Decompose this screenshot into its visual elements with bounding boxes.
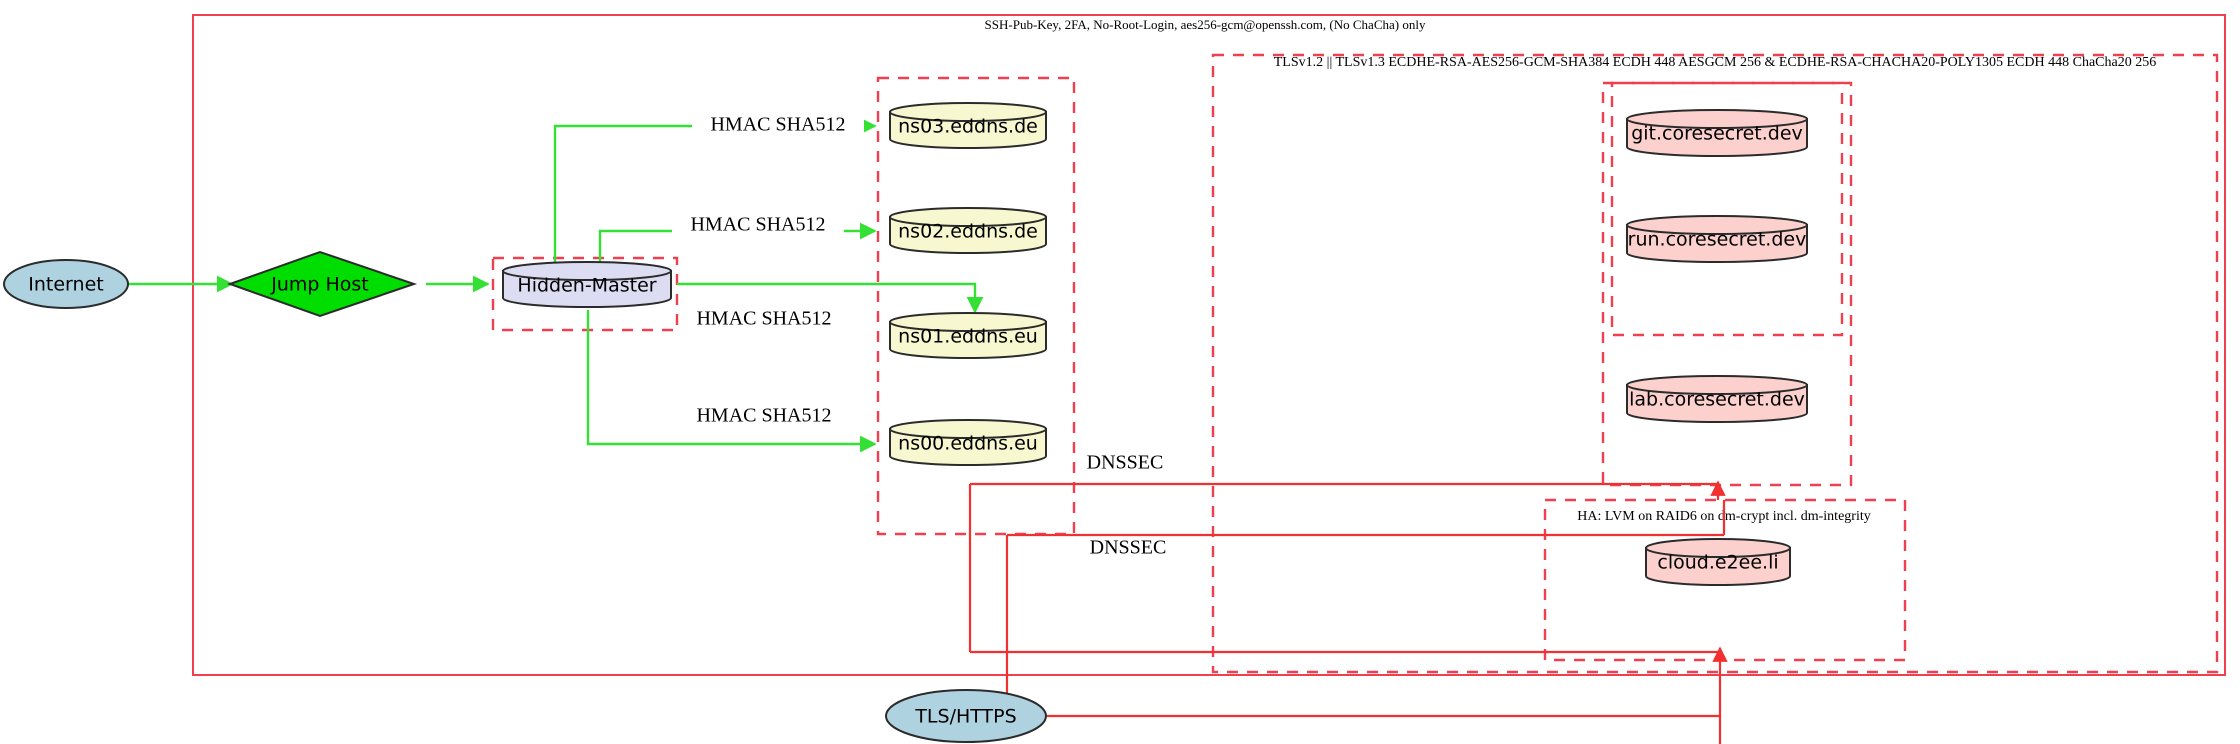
node-ns03-label: ns03.eddns.de (898, 116, 1038, 138)
node-ns01[interactable]: ns01.eddns.eu (889, 312, 1047, 359)
cluster-tls: TLSv1.2 || TLSv1.3 ECDHE-RSA-AES256-GCM-… (1211, 53, 2219, 674)
edge-label-group: HMAC SHA512 HMAC SHA512 HMAC SHA512 HMAC… (672, 113, 1166, 559)
node-git-label: git.coresecret.dev (1631, 123, 1803, 145)
node-hidden-master-label: Hidden-Master (517, 275, 656, 297)
node-ns00-label: ns00.eddns.eu (898, 433, 1038, 455)
edge-label-hmac-ns00: HMAC SHA512 (696, 405, 831, 427)
node-internet-label: Internet (28, 274, 103, 296)
edge-label-hmac-ns02: HMAC SHA512 (690, 214, 825, 236)
node-ns00[interactable]: ns00.eddns.eu (889, 419, 1047, 466)
cluster-ssh-outer: SSH-Pub-Key, 2FA, No-Root-Login, aes256-… (192, 14, 2226, 676)
cluster-tls-label: TLSv1.2 || TLSv1.3 ECDHE-RSA-AES256-GCM-… (1274, 55, 2156, 70)
node-run-coresecret[interactable]: run.coresecret.dev (1626, 215, 1808, 263)
node-jump-host-label: Jump Host (270, 274, 369, 296)
edge-label-dnssec-upper: DNSSEC (1087, 452, 1164, 474)
node-ns02-label: ns02.eddns.de (898, 221, 1038, 243)
edge-label-dnssec-lower: DNSSEC (1090, 537, 1167, 559)
node-lab-label: lab.coresecret.dev (1629, 389, 1805, 411)
node-lab-coresecret[interactable]: lab.coresecret.dev (1626, 375, 1808, 423)
node-tls-https-label: TLS/HTTPS (914, 706, 1016, 728)
node-ns03[interactable]: ns03.eddns.de (889, 102, 1047, 149)
node-cloud-label: cloud.e2ee.li (1657, 552, 1778, 574)
node-hidden-master[interactable]: Hidden-Master (502, 261, 672, 308)
node-jump-host[interactable]: Jump Host (227, 250, 418, 318)
edge-master-to-ns00 (586, 310, 877, 453)
edge-dnssec-upper (970, 482, 1720, 497)
node-run-label: run.coresecret.dev (1628, 229, 1807, 251)
node-tls-https[interactable]: TLS/HTTPS (885, 689, 1047, 743)
cluster-hidden-master (491, 256, 679, 332)
cluster-coresecret-all (1601, 81, 1853, 487)
node-internet[interactable]: Internet (3, 259, 129, 309)
node-ns02[interactable]: ns02.eddns.de (889, 207, 1047, 254)
node-git-coresecret[interactable]: git.coresecret.dev (1626, 109, 1808, 157)
edge-label-hmac-ns01: HMAC SHA512 (696, 308, 831, 330)
edge-label-hmac-ns03: HMAC SHA512 (710, 114, 845, 136)
edge-master-to-ns01 (677, 282, 984, 314)
cluster-ssh-label: SSH-Pub-Key, 2FA, No-Root-Login, aes256-… (985, 17, 1426, 32)
node-cloud-e2ee[interactable]: cloud.e2ee.li (1645, 538, 1791, 586)
node-ns01-label: ns01.eddns.eu (898, 326, 1038, 348)
cluster-dns-servers (876, 76, 1076, 536)
